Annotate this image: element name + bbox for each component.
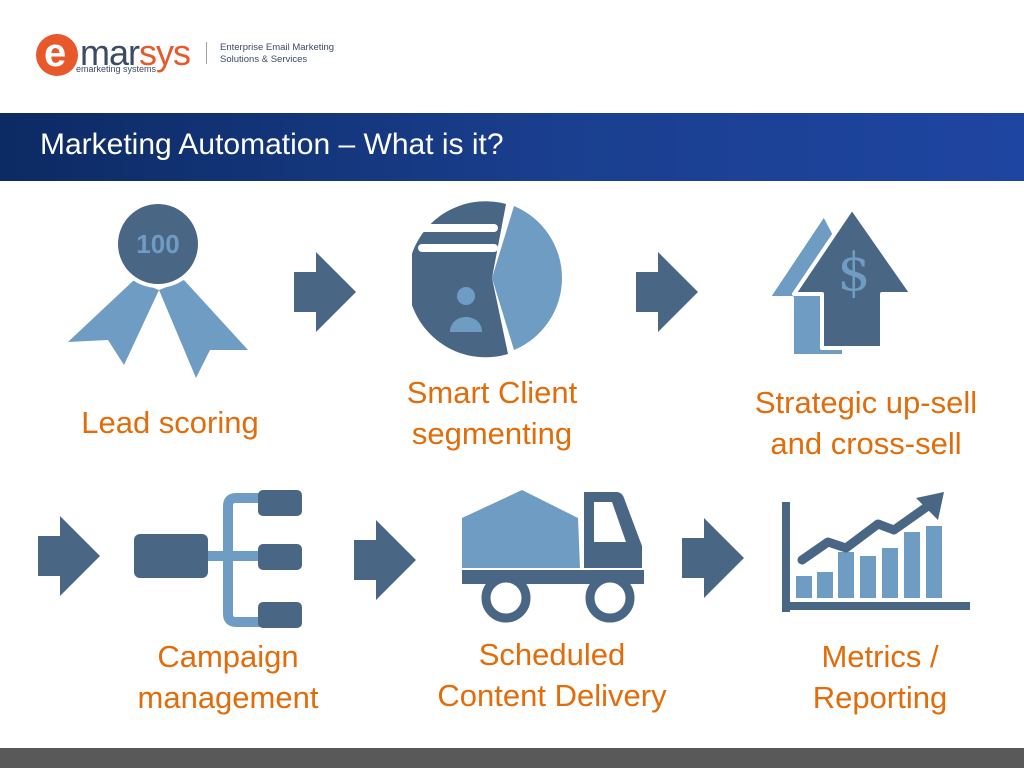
award-ribbon-icon: 100: [68, 200, 248, 378]
delivery-truck-icon: [462, 490, 644, 623]
dollar-up-arrow-icon: $: [766, 206, 914, 358]
logo-wordmark: marsys: [80, 32, 191, 74]
campaign-flow-icon: [134, 490, 302, 628]
page-title: Marketing Automation – What is it?: [40, 128, 504, 161]
logo-initial: e: [44, 31, 67, 75]
step-label-metrics: Metrics / Reporting: [770, 636, 990, 718]
logo-tagline: Enterprise Email Marketing Solutions & S…: [220, 42, 334, 66]
emarsys-logo: e marsys emarketing systems Enterprise E…: [36, 31, 356, 84]
arrow-right-icon: [38, 516, 100, 596]
logo-subtitle: emarketing systems: [76, 64, 157, 74]
step-label-line: segmenting: [411, 416, 573, 451]
badge-value: 100: [136, 229, 179, 259]
step-label-lead-scoring: Lead scoring: [54, 402, 286, 443]
tagline-line2: Solutions & Services: [220, 54, 308, 65]
step-label-scheduled: Scheduled Content Delivery: [412, 634, 692, 716]
step-label-line: Strategic up-sell: [754, 385, 978, 420]
step-label-line: Lead scoring: [81, 405, 259, 440]
step-label-smart-client: Smart Client segmenting: [372, 372, 612, 454]
logo-mar: mar: [80, 32, 140, 73]
step-label-line: Reporting: [812, 680, 948, 715]
step-label-line: Campaign: [157, 639, 299, 674]
arrow-right-icon: [636, 252, 698, 332]
step-label-line: Smart Client: [406, 375, 578, 410]
title-banner: Marketing Automation – What is it?: [0, 113, 1024, 181]
arrow-right-icon: [354, 520, 416, 600]
dollar-symbol: $: [837, 243, 870, 303]
step-label-line: and cross-sell: [770, 426, 962, 461]
step-label-campaign: Campaign management: [108, 636, 348, 718]
step-label-line: management: [137, 680, 319, 715]
step-label-line: Scheduled: [478, 637, 626, 672]
logo-sys: sys: [139, 32, 191, 73]
step-label-line: Content Delivery: [437, 678, 667, 713]
tagline-line1: Enterprise Email Marketing: [220, 42, 335, 53]
logo-circle: [36, 34, 78, 76]
growth-bar-chart-icon: [782, 492, 970, 612]
arrow-right-icon: [294, 252, 356, 332]
step-label-upsell: Strategic up-sell and cross-sell: [726, 382, 1006, 464]
logo-divider: [206, 42, 207, 64]
arrow-right-icon: [682, 518, 744, 598]
footer-bar: [0, 748, 1024, 768]
step-label-line: Metrics /: [821, 639, 939, 674]
pie-chart-client-icon: [412, 201, 562, 358]
